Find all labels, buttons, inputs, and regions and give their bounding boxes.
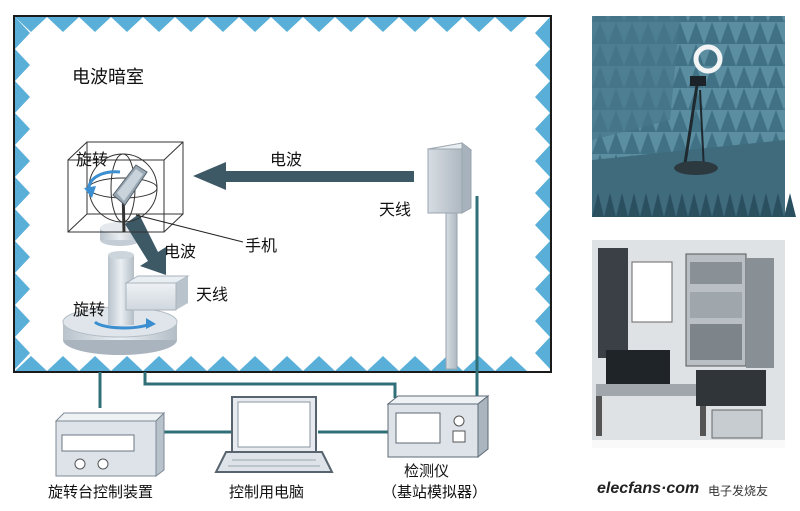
absorber-tooth (207, 356, 239, 371)
wave-arrow-down (125, 214, 166, 275)
absorber-tooth (15, 81, 30, 113)
absorber-tooth (15, 337, 30, 369)
absorber-tooth (535, 81, 550, 113)
absorber-tooth (15, 113, 30, 145)
absorber-tooth (367, 17, 399, 32)
turntable-antenna (124, 275, 190, 311)
absorber-tooth (15, 305, 30, 337)
tx-antenna (426, 141, 473, 370)
absorber-tooth (175, 356, 207, 371)
tester-icon (386, 394, 490, 459)
phone-device (112, 164, 148, 206)
absorber-tooth (463, 17, 495, 32)
laptop-icon (214, 396, 334, 473)
absorber-tooth (111, 17, 143, 32)
absorber-tooth (239, 17, 271, 32)
absorber-tooth (335, 17, 367, 32)
absorber-tooth (535, 209, 550, 241)
absorber-tooth (47, 356, 79, 371)
absorber-tooth (399, 17, 431, 32)
absorber-tooth (175, 17, 207, 32)
absorber-tooth (535, 305, 550, 337)
wave-label-horizontal: 电波 (270, 150, 303, 169)
wave-label-down: 电波 (164, 242, 197, 261)
absorber-tooth (15, 17, 47, 32)
chamber-title: 电波暗室 (72, 67, 144, 88)
tester-label: 检测仪 (404, 462, 450, 480)
tester-sublabel: （基站模拟器） (382, 483, 488, 501)
anechoic-chamber-photo (592, 16, 796, 217)
absorber-tooth (303, 17, 335, 32)
absorber-tooth (207, 17, 239, 32)
absorber-tooth (15, 145, 30, 177)
absorber-tooth (535, 241, 550, 273)
absorber-tooth (535, 337, 550, 369)
absorber-tooth (239, 356, 271, 371)
absorber-tooth (431, 17, 463, 32)
absorber-tooth (79, 356, 111, 371)
absorber-tooth (15, 209, 30, 241)
control-pc-label: 控制用电脑 (229, 483, 305, 501)
absorber-tooth (15, 49, 30, 81)
absorber-tooth (535, 273, 550, 305)
absorber-tooth (79, 17, 111, 32)
absorber-tooth (271, 356, 303, 371)
absorber-tooth (271, 17, 303, 32)
absorber-tooth (335, 356, 367, 371)
wave-arrow-left (193, 162, 414, 190)
turntable-controller-icon (54, 411, 166, 477)
absorber-teeth (15, 17, 550, 371)
absorber-tooth (535, 49, 550, 81)
absorber-tooth (15, 241, 30, 273)
absorber-tooth (535, 145, 550, 177)
tx-antenna-label: 天线 (379, 200, 412, 219)
phone-label: 手机 (245, 236, 278, 255)
absorber-tooth (303, 356, 335, 371)
absorber-tooth (15, 356, 47, 371)
absorber-tooth (15, 177, 30, 209)
absorber-tooth (143, 356, 175, 371)
watermark-cn: 电子发烧友 (708, 484, 769, 498)
absorber-tooth (495, 17, 527, 32)
absorber-tooth (535, 113, 550, 145)
rotate-label-bottom: 旋转 (73, 300, 106, 319)
turntable-controller-label: 旋转台控制装置 (48, 483, 154, 501)
absorber-tooth (111, 356, 143, 371)
watermark-brand: elecfans·com (597, 480, 700, 497)
cable-lines (98, 196, 479, 434)
absorber-tooth (463, 356, 495, 371)
absorber-tooth (495, 356, 527, 371)
absorber-tooth (47, 17, 79, 32)
absorber-tooth (15, 273, 30, 305)
absorber-tooth (399, 356, 431, 371)
absorber-tooth (367, 356, 399, 371)
absorber-tooth (143, 17, 175, 32)
absorber-tooth (535, 17, 550, 49)
absorber-tooth (535, 177, 550, 209)
rotate-label-top: 旋转 (76, 150, 109, 169)
test-lab-photo (592, 240, 785, 448)
absorber-tooth (15, 17, 30, 49)
turntable-antenna-label: 天线 (196, 285, 229, 304)
